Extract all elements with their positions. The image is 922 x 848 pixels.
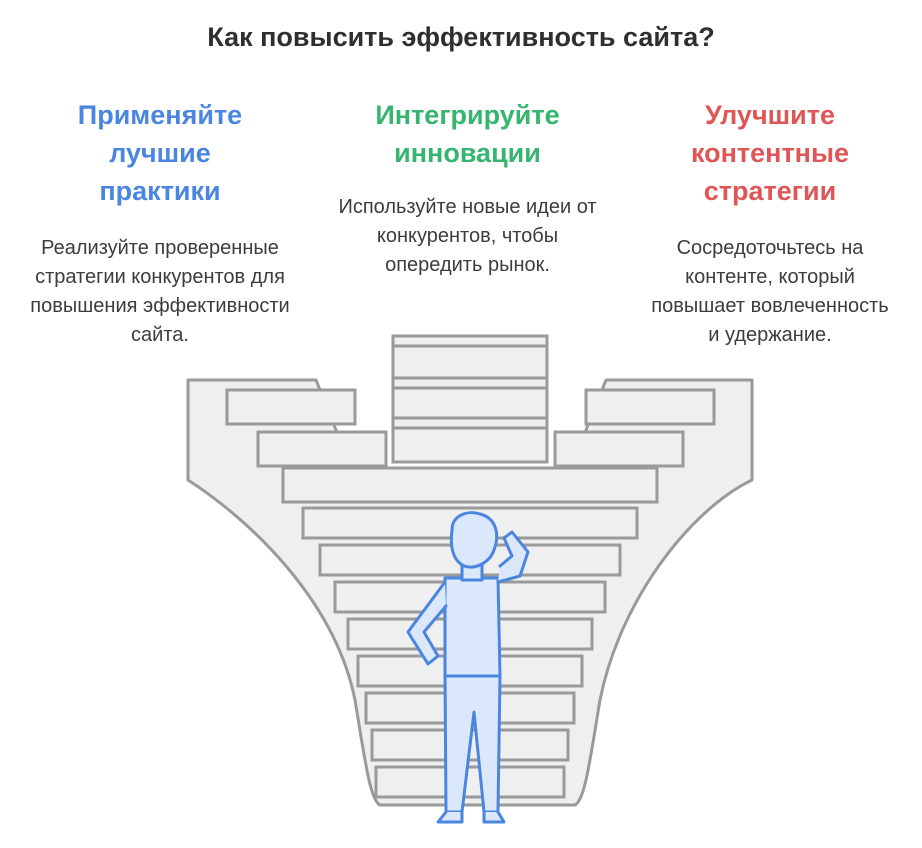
page-title: Как повысить эффективность сайта? <box>207 22 715 52</box>
column-title-innovations: Интегрируйте инновации <box>375 100 560 168</box>
column-desc-content-strategies: Сосредоточьтесь на контенте, который пов… <box>651 237 889 346</box>
column-desc-best-practices: Реализуйте проверенные стратегии конкуре… <box>30 237 290 346</box>
person-icon <box>406 511 530 824</box>
column-title-content-strategies: Улучшите контентные стратегии <box>690 100 850 206</box>
column-title-best-practices: Применяйте лучшие практики <box>77 100 243 206</box>
column-desc-innovations: Используйте новые идеи от конкурентов, ч… <box>338 196 597 276</box>
